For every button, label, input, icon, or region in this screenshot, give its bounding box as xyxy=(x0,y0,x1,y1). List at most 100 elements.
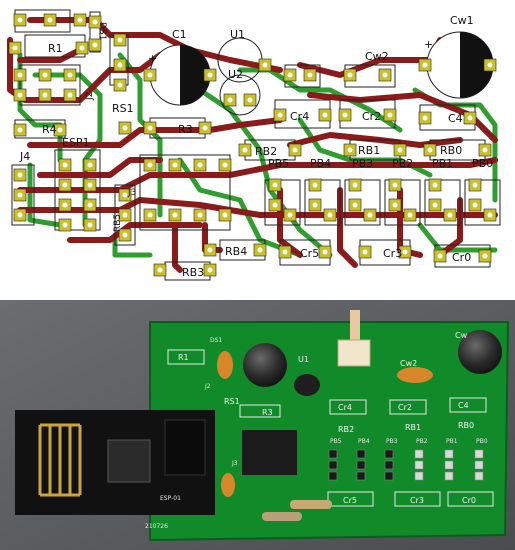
header-pin xyxy=(384,460,394,470)
photo-label-rb1: RB1 xyxy=(405,423,421,432)
pad-hole xyxy=(122,212,128,218)
label-cr3: Cr3 xyxy=(383,247,402,260)
pad-hole xyxy=(262,62,268,68)
label-r4: R4 xyxy=(42,123,57,136)
pcb-layout: C1 U1 U2 Cw1 Cw2 R1 R3 R4 RS1 J4 ESP1 Cr… xyxy=(7,9,501,281)
header-pin xyxy=(444,471,454,481)
pad-hole xyxy=(287,72,293,78)
pad-hole xyxy=(92,42,98,48)
pad-hole xyxy=(282,249,288,255)
esp-header xyxy=(164,419,206,476)
photo-reg-u1 xyxy=(294,374,320,396)
pad-hole xyxy=(367,212,373,218)
photo-label-cr5: Cr5 xyxy=(343,496,357,505)
pad-hole xyxy=(487,62,493,68)
pad-hole xyxy=(62,182,68,188)
header-pin xyxy=(384,471,394,481)
pad-hole xyxy=(92,19,98,25)
pad-hole xyxy=(17,92,23,98)
header-pin xyxy=(474,471,484,481)
pad-hole xyxy=(87,162,93,168)
pad-hole xyxy=(147,162,153,168)
photo-label-rs1: RS1 xyxy=(224,397,240,406)
header-pin xyxy=(414,460,424,470)
label-cw2: Cw2 xyxy=(365,50,389,63)
pad-hole xyxy=(172,212,178,218)
pad-hole xyxy=(447,212,453,218)
header-pin xyxy=(414,471,424,481)
pad-hole xyxy=(472,182,478,188)
pad-hole xyxy=(147,125,153,131)
pad-hole xyxy=(387,112,393,118)
pad-hole xyxy=(467,115,473,121)
photo-label-cr4: Cr4 xyxy=(338,403,352,412)
label-c4: C4 xyxy=(448,112,463,125)
pad-hole xyxy=(407,212,413,218)
photo-label-cr0: Cr0 xyxy=(462,496,476,505)
label-r1: R1 xyxy=(48,42,63,55)
photo-cap-c4 xyxy=(221,473,235,497)
pad-hole xyxy=(197,212,203,218)
photo-label-c4: C4 xyxy=(458,401,469,410)
label-pb5: PB5 xyxy=(268,157,289,170)
photo-label-pb5: PB5 xyxy=(330,438,342,445)
pad-hole xyxy=(322,112,328,118)
pad-hole xyxy=(157,267,163,273)
label-pb4: PB4 xyxy=(310,157,331,170)
photo-pin-headers xyxy=(328,449,484,481)
pad-hole xyxy=(342,112,348,118)
header-pin xyxy=(474,460,484,470)
photo-dip-ic xyxy=(242,430,297,475)
photo-label-pb3: PB3 xyxy=(386,438,398,445)
label-c1: C1 xyxy=(172,28,187,41)
pad-hole xyxy=(197,162,203,168)
header-pin xyxy=(328,460,338,470)
photo-label-rb0: RB0 xyxy=(458,421,474,430)
label-pb3: PB3 xyxy=(352,157,373,170)
pad-hole xyxy=(327,212,333,218)
esp-label: ESP-01 xyxy=(160,495,181,502)
label-c1-plus: + xyxy=(148,52,157,65)
label-rb0: RB0 xyxy=(440,144,462,157)
pad-hole xyxy=(472,202,478,208)
header-pin xyxy=(444,449,454,459)
pad-hole xyxy=(87,222,93,228)
header-pin xyxy=(328,471,338,481)
photo-label-pb0: PB0 xyxy=(476,438,488,445)
pad-hole xyxy=(17,17,23,23)
photo-label-ds1: DS1 xyxy=(210,337,222,344)
label-rb1: RB1 xyxy=(358,144,380,157)
label-pb2: PB2 xyxy=(392,157,413,170)
photo-label-pb2: PB2 xyxy=(416,438,428,445)
header-pin xyxy=(444,460,454,470)
label-cw1: Cw1 xyxy=(450,14,474,27)
pad-hole xyxy=(312,202,318,208)
pad-hole xyxy=(347,72,353,78)
pad-hole xyxy=(422,62,428,68)
pad-hole xyxy=(87,182,93,188)
pad-hole xyxy=(352,202,358,208)
pad-hole xyxy=(67,72,73,78)
label-rs1: RS1 xyxy=(112,102,134,115)
pad-hole xyxy=(482,147,488,153)
pad-hole xyxy=(117,82,123,88)
esp-chip xyxy=(107,439,151,483)
pad-hole xyxy=(432,202,438,208)
pad-hole xyxy=(352,182,358,188)
label-rb4: RB4 xyxy=(225,245,247,258)
pad-hole xyxy=(17,172,23,178)
photo-label-pb4: PB4 xyxy=(358,438,370,445)
pad-hole xyxy=(17,192,23,198)
pad-hole xyxy=(402,249,408,255)
header-pin xyxy=(474,449,484,459)
pad-hole xyxy=(17,72,23,78)
esp-antenna xyxy=(38,423,82,497)
pad-hole xyxy=(312,182,318,188)
header-pin xyxy=(356,449,366,459)
pad-hole xyxy=(222,212,228,218)
label-j2: J2 xyxy=(85,92,95,101)
pad-hole xyxy=(292,147,298,153)
pad-hole xyxy=(437,253,443,259)
pad-hole xyxy=(482,253,488,259)
photo-cap-cw2 xyxy=(397,367,433,383)
